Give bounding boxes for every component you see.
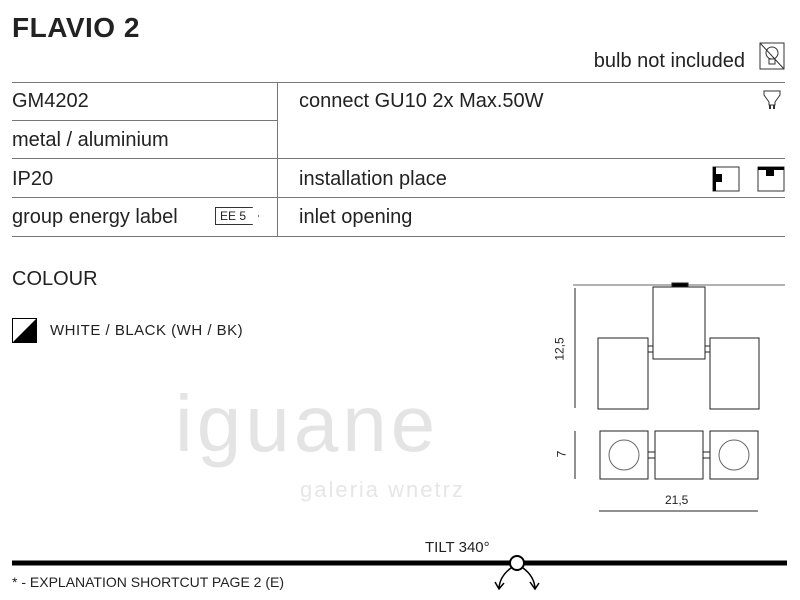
product-title: FLAVIO 2 (12, 12, 140, 43)
depth-dimension: 7 (554, 450, 569, 458)
watermark-subtitle: galeria wnetrz (300, 477, 465, 502)
ip-rating: IP20 (12, 168, 54, 190)
left-spot (597, 337, 649, 410)
ceiling-mount-icon (757, 166, 785, 192)
colour-option: WHITE / BLACK (WH / BK) (50, 322, 244, 339)
product-code: GM4202 (12, 90, 89, 112)
top-spot (652, 286, 706, 360)
inlet-opening: inlet opening (299, 206, 413, 228)
energy-label-text: group energy label (12, 206, 178, 228)
watermark-logo: iguane (175, 379, 440, 468)
installation-place: installation place (299, 168, 447, 190)
height-dimension: 12,5 (552, 337, 567, 361)
tilt-label: TILT 340° (425, 539, 490, 556)
bulb-note: bulb not included (593, 50, 745, 72)
material: metal / aluminium (12, 129, 169, 151)
right-spot (709, 337, 760, 410)
wall-mount-icon (712, 166, 740, 192)
connect-spec: connect GU10 2x Max.50W (299, 90, 544, 112)
no-bulb-icon (759, 42, 785, 70)
width-dimension: 21,5 (665, 493, 689, 507)
energy-badge: EE 5 (215, 207, 260, 225)
white-black-swatch (12, 318, 37, 343)
gu10-bulb-icon (763, 90, 781, 109)
colour-heading: COLOUR (12, 268, 98, 290)
footnote: * - EXPLANATION SHORTCUT PAGE 2 (E) (12, 574, 285, 590)
